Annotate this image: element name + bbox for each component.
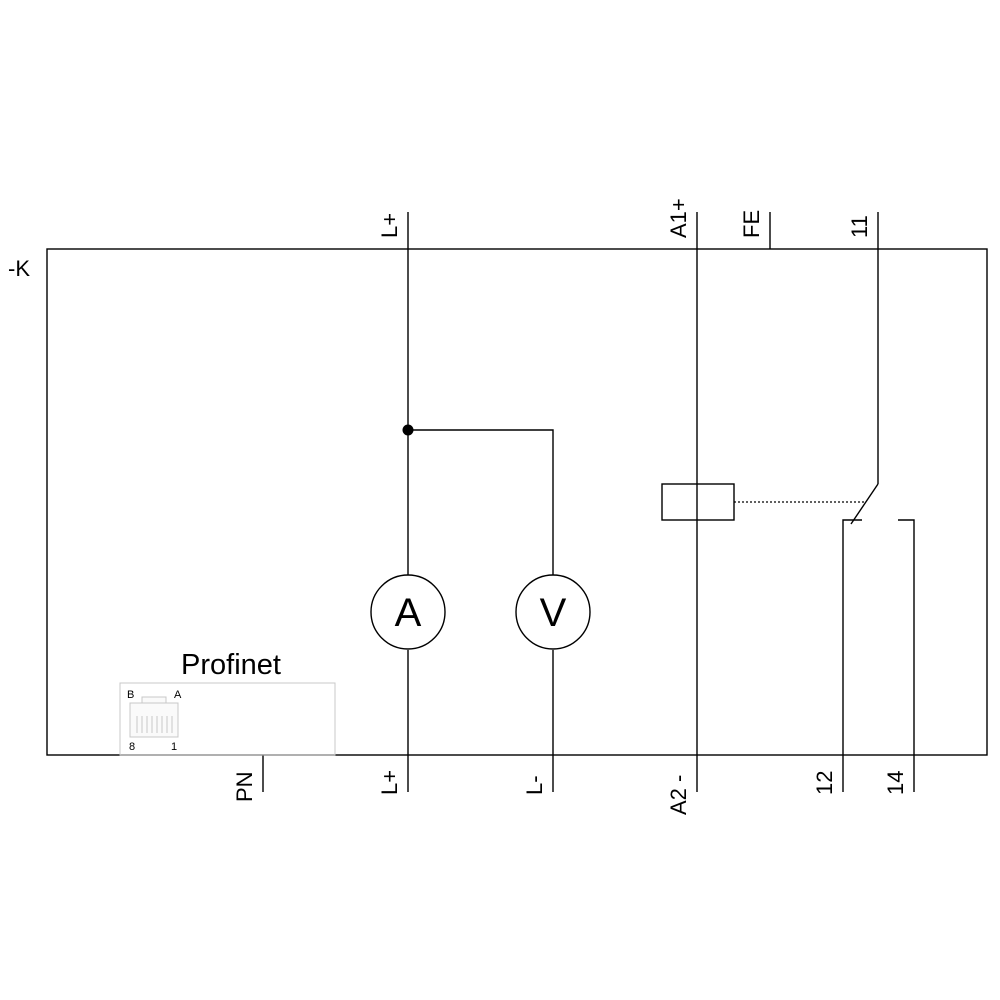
rj45-socket-icon: [129, 696, 179, 738]
contact-14-wire: [898, 519, 915, 792]
terminal-top-lplus: L+: [377, 213, 402, 238]
relay-coil: [661, 483, 735, 521]
terminal-bottom-lminus: L-: [522, 775, 547, 795]
connector-pin-1: 1: [171, 741, 177, 753]
contact-blade: [850, 483, 879, 525]
ammeter-symbol: [370, 574, 446, 650]
terminal-top-11: 11: [847, 215, 872, 238]
terminal-top-fe: FE: [739, 210, 764, 238]
voltmeter-label: V: [540, 591, 567, 635]
terminal-bottom-12: 12: [812, 771, 837, 795]
ammeter-label: A: [395, 591, 422, 635]
terminal-top-a1: A1+: [666, 198, 691, 238]
device-designator: -K: [8, 256, 30, 281]
terminal-bottom-14: 14: [883, 771, 908, 795]
voltmeter-branch-wire: [408, 429, 554, 575]
voltmeter-symbol: [515, 574, 591, 650]
connector-label-a: A: [174, 689, 182, 701]
connector-label-b: B: [127, 689, 134, 701]
contact-12-wire: [842, 519, 862, 792]
terminal-bottom-lplus: L+: [377, 770, 402, 795]
terminal-bottom-pn: PN: [232, 771, 257, 802]
profinet-port-box: [119, 682, 336, 756]
terminal-bottom-a2: A2 -: [666, 775, 691, 815]
profinet-label: Profinet: [181, 649, 281, 681]
connector-pin-8: 8: [129, 741, 135, 753]
device-enclosure: [46, 248, 988, 756]
